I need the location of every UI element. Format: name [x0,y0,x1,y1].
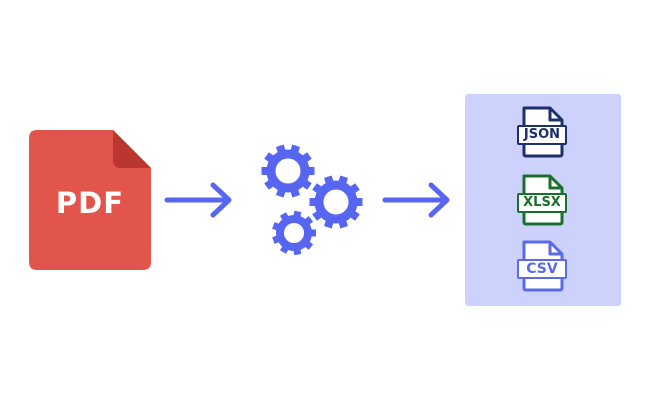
gear-ring [266,149,310,193]
gear-ring [314,180,358,224]
json-label: JSON [517,125,567,145]
gear-ring [276,215,312,251]
arrow-right-icon [382,182,450,218]
gear-bottom [272,210,316,256]
xlsx-label: XLSX [517,193,567,213]
pdf-file-icon [29,130,151,270]
gear-top [261,144,315,198]
gear-right [309,175,363,229]
output-formats-panel: JSON XLSX CSV [465,94,621,306]
gears-icon [261,144,363,256]
pdf-label: PDF [55,186,125,220]
csv-label: CSV [517,259,567,279]
arrow-right-icon [164,182,232,218]
